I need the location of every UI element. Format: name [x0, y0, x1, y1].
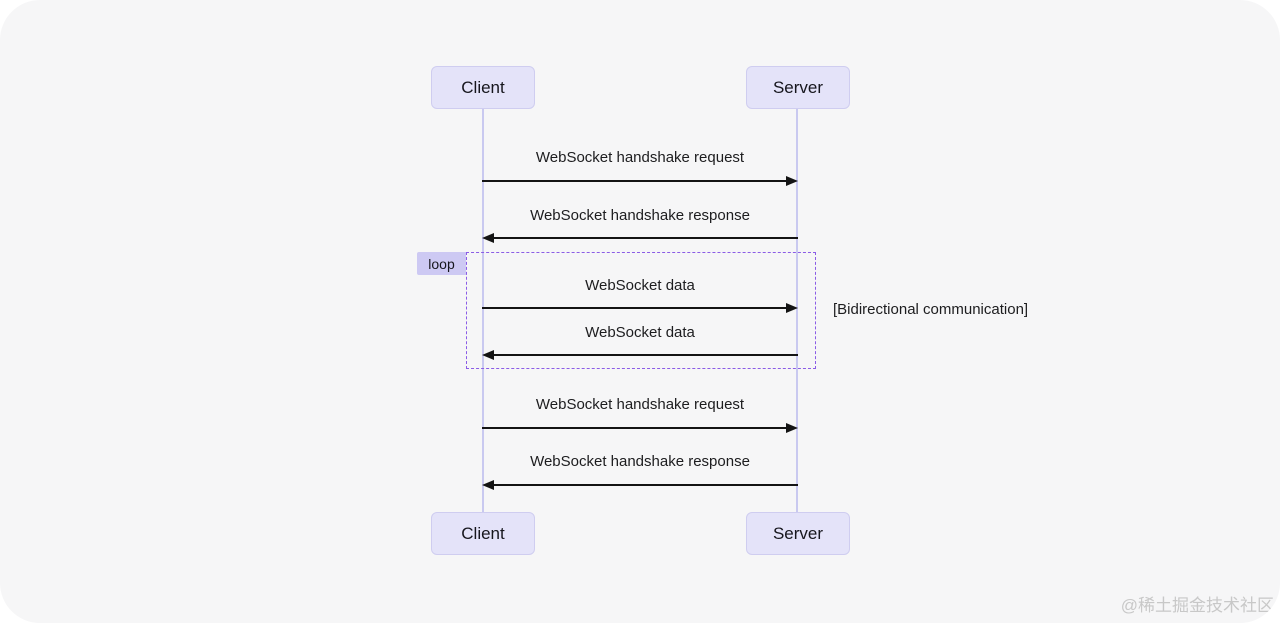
actor-box-client-bottom: Client — [431, 512, 535, 555]
arrow-line — [482, 180, 789, 182]
actor-label-client-top: Client — [461, 77, 505, 97]
arrowhead-left-icon — [482, 350, 494, 360]
message-label-data-right: WebSocket data — [585, 277, 695, 294]
arrow-line — [482, 307, 789, 309]
loop-frame — [466, 252, 816, 369]
loop-label: loop — [417, 252, 466, 275]
message-label-data-left: WebSocket data — [585, 324, 695, 341]
loop-condition-annotation: [Bidirectional communication] — [833, 301, 1029, 318]
arrow-line — [482, 427, 789, 429]
message-label-handshake-request-2: WebSocket handshake request — [535, 396, 745, 413]
actor-box-server-bottom: Server — [746, 512, 850, 555]
arrowhead-right-icon — [786, 303, 798, 313]
arrow-line — [491, 354, 798, 356]
message-arrow-left-1 — [482, 232, 798, 244]
actor-label-client-bottom: Client — [461, 523, 505, 543]
message-label-handshake-request-1: WebSocket handshake request — [535, 149, 745, 166]
message-arrow-right-2 — [482, 302, 798, 314]
arrowhead-right-icon — [786, 176, 798, 186]
actor-box-client-top: Client — [431, 66, 535, 109]
message-label-handshake-response-1: WebSocket handshake response — [530, 207, 750, 224]
actor-label-server-top: Server — [772, 77, 824, 97]
arrow-line — [491, 484, 798, 486]
message-arrow-left-2 — [482, 349, 798, 361]
message-arrow-left-3 — [482, 479, 798, 491]
arrowhead-right-icon — [786, 423, 798, 433]
actor-label-server-bottom: Server — [772, 523, 824, 543]
message-arrow-right-1 — [482, 175, 798, 187]
arrow-line — [491, 237, 798, 239]
message-arrow-right-3 — [482, 422, 798, 434]
actor-box-server-top: Server — [746, 66, 850, 109]
lifeline-client — [482, 109, 484, 512]
message-label-handshake-response-2: WebSocket handshake response — [530, 453, 750, 470]
arrowhead-left-icon — [482, 233, 494, 243]
watermark: @稀土掘金技术社区 — [1120, 596, 1274, 615]
arrowhead-left-icon — [482, 480, 494, 490]
